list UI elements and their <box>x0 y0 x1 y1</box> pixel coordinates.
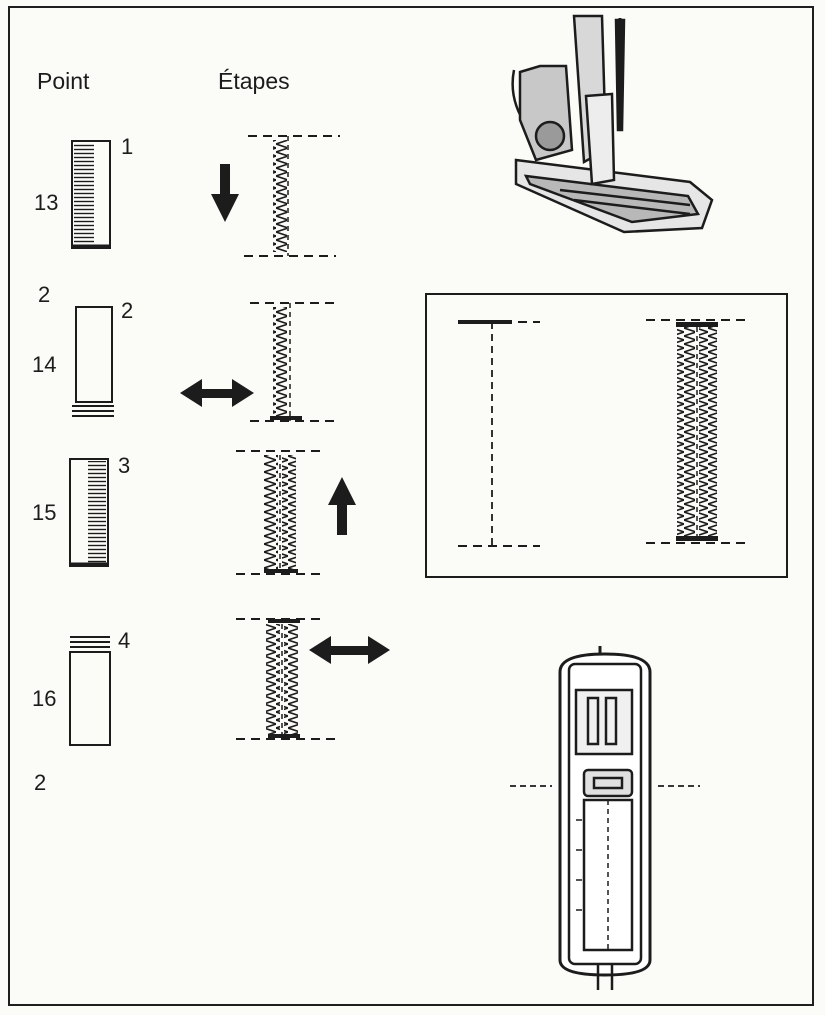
arrow-up-icon <box>328 477 356 535</box>
example-box <box>425 293 788 578</box>
stitch-icon-14 <box>72 306 114 417</box>
presser-foot-side-icon <box>511 14 714 234</box>
stitch-number-15: 15 <box>32 500 57 525</box>
stitch-number-14: 14 <box>32 352 57 377</box>
step-label-2: 2 <box>121 298 134 323</box>
note-label-b: 2 <box>34 770 47 795</box>
presser-foot-top-icon <box>510 646 700 990</box>
stitch-icon-15 <box>69 458 109 567</box>
note-label-a: 2 <box>38 282 51 307</box>
stitch-number-13: 13 <box>34 190 59 215</box>
arrow-left-right-icon <box>180 379 254 407</box>
stitch-number-16: 16 <box>32 686 57 711</box>
step-diagram-2 <box>250 302 340 422</box>
step-diagram-4 <box>236 618 336 740</box>
header-etapes: Étapes <box>218 68 290 94</box>
stitch-icon-13 <box>71 140 111 249</box>
step-label-4: 4 <box>118 628 131 653</box>
header-point: Point <box>37 68 90 94</box>
step-diagram-1 <box>244 135 340 257</box>
page-border <box>8 6 814 1006</box>
stitch-icon-16 <box>69 636 111 746</box>
arrow-down-icon <box>211 164 239 222</box>
step-label-3: 3 <box>118 453 131 478</box>
arrow-left-right-icon <box>309 636 390 664</box>
step-label-1: 1 <box>121 134 134 159</box>
step-diagram-3 <box>236 450 326 575</box>
